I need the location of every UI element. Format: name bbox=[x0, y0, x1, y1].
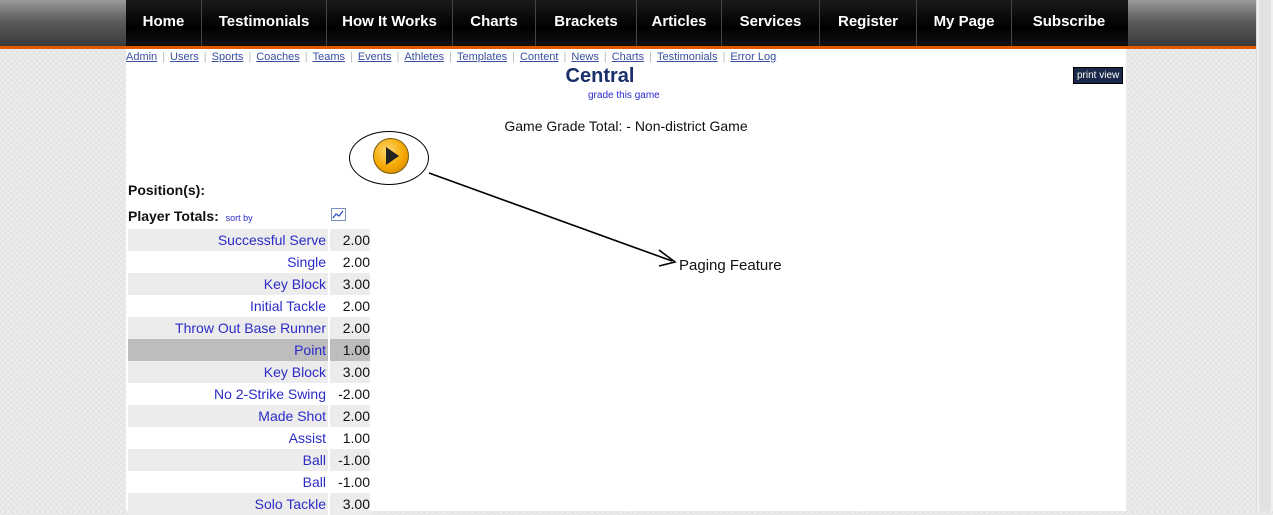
stat-value: 2.00 bbox=[330, 317, 370, 339]
stat-value: 2.00 bbox=[330, 405, 370, 427]
stat-label[interactable]: Key Block bbox=[128, 273, 328, 295]
stat-value: -2.00 bbox=[338, 386, 370, 402]
nav-my-page[interactable]: My Page bbox=[917, 0, 1012, 46]
stat-label[interactable]: Initial Tackle bbox=[249, 298, 326, 314]
annotation-arrow bbox=[428, 172, 677, 267]
table-row: Assist 1.00 bbox=[128, 427, 370, 449]
scrollbar-thumb[interactable] bbox=[1259, 0, 1271, 511]
print-view-button[interactable]: print view bbox=[1073, 67, 1124, 84]
stat-label[interactable]: Single bbox=[287, 254, 326, 270]
nav-how-it-works[interactable]: How It Works bbox=[327, 0, 453, 46]
stat-value: -1.00 bbox=[338, 474, 370, 490]
subnav-coaches[interactable]: Coaches bbox=[256, 51, 300, 63]
game-grade-total: Game Grade Total: - Non-district Game bbox=[504, 118, 748, 134]
subnav-separator: | bbox=[603, 51, 607, 63]
player-totals-label: Player Totals: bbox=[128, 208, 219, 224]
subnav-news[interactable]: News bbox=[571, 51, 599, 63]
stat-value: 2.00 bbox=[342, 298, 370, 314]
page-title: Central bbox=[565, 65, 635, 87]
subnav-charts[interactable]: Charts bbox=[611, 51, 645, 63]
stat-label[interactable]: Ball bbox=[128, 449, 328, 471]
subnav-athletes[interactable]: Athletes bbox=[404, 51, 445, 63]
subnav-separator: | bbox=[203, 51, 207, 63]
stat-value: 3.00 bbox=[330, 273, 370, 295]
subnav-teams[interactable]: Teams bbox=[312, 51, 345, 63]
nav-subscribe[interactable]: Subscribe bbox=[1032, 13, 1106, 30]
stat-label[interactable]: Point bbox=[128, 339, 328, 361]
subnav-separator: | bbox=[512, 51, 515, 63]
subnav-testimonials[interactable]: Testimonials bbox=[656, 51, 718, 63]
nav-testimonials[interactable]: Testimonials bbox=[202, 0, 327, 46]
stat-label[interactable]: Successful Serve bbox=[128, 229, 328, 251]
subnav-separator: | bbox=[162, 51, 166, 63]
subnav-separator: | bbox=[349, 51, 353, 63]
stat-label[interactable]: Key Block bbox=[128, 361, 328, 383]
stat-label[interactable]: Ball bbox=[302, 474, 326, 490]
top-banner: Home Testimonials How It Works Charts Br… bbox=[0, 0, 1256, 49]
subnav-admin[interactable]: Admin bbox=[126, 51, 158, 63]
positions-label: Position(s): bbox=[128, 182, 205, 198]
stat-label[interactable]: Solo Tackle bbox=[128, 493, 328, 515]
subnav-content[interactable]: Content bbox=[519, 51, 559, 63]
stat-value: 3.00 bbox=[330, 493, 370, 515]
table-row: Ball-1.00 bbox=[128, 449, 370, 471]
subnav-events[interactable]: Events bbox=[357, 51, 392, 63]
subnav-separator: | bbox=[449, 51, 452, 63]
grade-game-link[interactable]: grade this game bbox=[588, 90, 660, 101]
nav-articles[interactable]: Articles bbox=[637, 0, 722, 46]
stat-value: 3.00 bbox=[330, 361, 370, 383]
nav-home[interactable]: Home bbox=[126, 0, 202, 46]
stat-value: 2.00 bbox=[330, 229, 370, 251]
nav-register[interactable]: Register bbox=[820, 0, 917, 46]
stat-value: 1.00 bbox=[342, 430, 370, 446]
table-row: Initial Tackle 2.00 bbox=[128, 295, 370, 317]
subnav-sports[interactable]: Sports bbox=[211, 51, 244, 63]
main-nav: Home Testimonials How It Works Charts Br… bbox=[126, 0, 1128, 46]
stat-label[interactable]: Assist bbox=[288, 430, 326, 446]
table-row: No 2-Strike Swing -2.00 bbox=[128, 383, 370, 405]
stat-value: 1.00 bbox=[330, 339, 370, 361]
subnav-separator: | bbox=[649, 51, 652, 63]
sort-by-link[interactable]: sort by bbox=[225, 213, 253, 223]
subnav-users[interactable]: Users bbox=[170, 51, 199, 63]
play-icon[interactable] bbox=[373, 138, 409, 174]
player-totals-heading: Player Totals: sort by bbox=[128, 208, 253, 224]
nav-charts[interactable]: Charts bbox=[453, 0, 536, 46]
table-row: Ball -1.00 bbox=[128, 471, 370, 493]
stat-value: -1.00 bbox=[330, 449, 370, 471]
admin-subnav: Admin | Users | Sports | Coaches | Teams | Events |… bbox=[126, 51, 776, 63]
stat-value: 2.00 bbox=[342, 254, 370, 270]
subnav-separator: | bbox=[248, 51, 252, 63]
subnav-error-log[interactable]: Error Log bbox=[730, 51, 777, 63]
subnav-separator: | bbox=[396, 51, 400, 63]
nav-services[interactable]: Services bbox=[722, 0, 820, 46]
vertical-scrollbar[interactable] bbox=[1256, 0, 1273, 511]
subnav-separator: | bbox=[722, 51, 726, 63]
subnav-templates[interactable]: Templates bbox=[456, 51, 508, 63]
line-chart-icon[interactable] bbox=[331, 208, 346, 221]
annotation-label: Paging Feature bbox=[679, 257, 782, 274]
subnav-separator: | bbox=[304, 51, 308, 63]
stat-label[interactable]: Made Shot bbox=[128, 405, 328, 427]
table-row: Single 2.00 bbox=[128, 251, 370, 273]
main-content: Admin | Users | Sports | Coaches | Teams | Events |… bbox=[126, 49, 1126, 515]
subnav-separator: | bbox=[563, 51, 567, 63]
nav-brackets[interactable]: Brackets bbox=[536, 0, 637, 46]
stat-label[interactable]: Throw Out Base Runner bbox=[128, 317, 328, 339]
stat-label[interactable]: No 2-Strike Swing bbox=[213, 386, 326, 402]
